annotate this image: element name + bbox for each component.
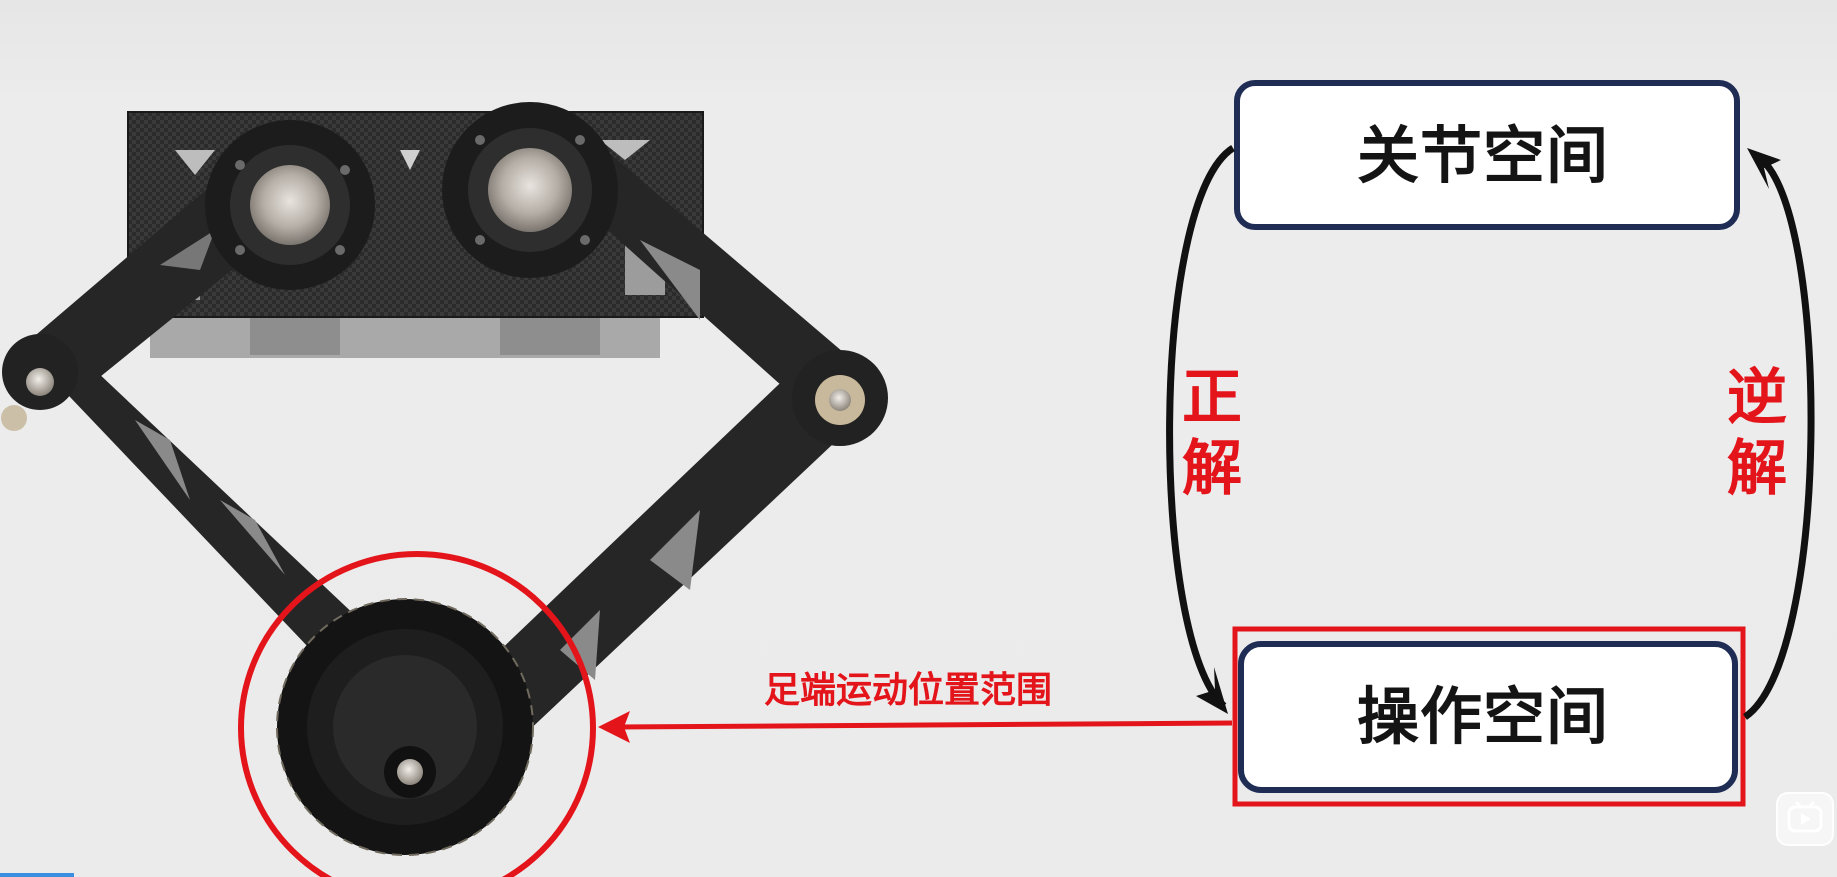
range-arrow [598, 711, 1233, 743]
video-badge[interactable] [1776, 792, 1834, 846]
foot-range-label: 足端运动位置范围 [764, 670, 1053, 711]
video-progress-bar[interactable] [0, 873, 74, 877]
robot-leg-photo [1, 102, 888, 856]
operational-space-highlight-frame [1232, 626, 1746, 807]
forward-solution-arrow [1166, 145, 1236, 709]
joint-space-label: 关节空间 [1357, 119, 1610, 192]
inverse-solution-label: 逆解 [1727, 363, 1787, 504]
joint-space-box [1234, 80, 1740, 230]
inverse-solution-arrow [1742, 157, 1815, 720]
play-icon [1787, 801, 1823, 833]
operational-space-box [1238, 641, 1738, 793]
forward-solution-label: 正解 [1182, 363, 1242, 504]
foot-highlight-circle [238, 551, 596, 877]
operational-space-label: 操作空间 [1357, 680, 1610, 753]
